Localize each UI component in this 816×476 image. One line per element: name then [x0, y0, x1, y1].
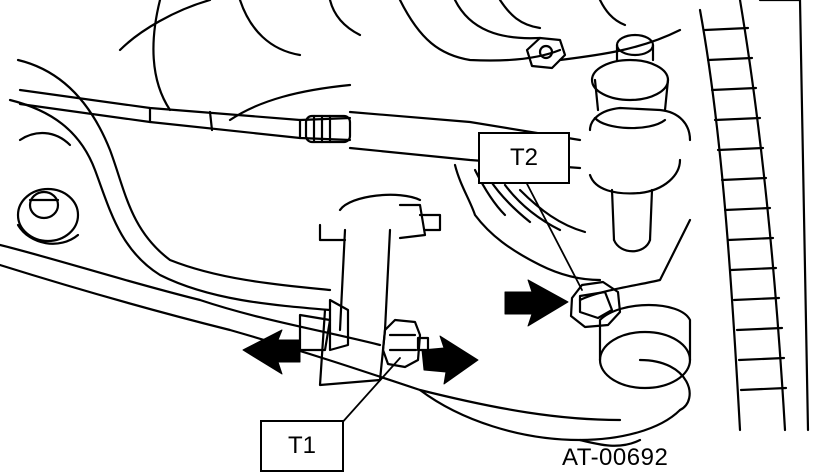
bushing-bolt-left	[16, 187, 80, 245]
callout-t1: T1	[260, 420, 344, 472]
knuckle-bolt-t2	[569, 280, 622, 329]
figure-id: AT-00692	[562, 444, 669, 471]
arrow-right-t1-icon	[421, 335, 479, 385]
upper-nut	[525, 36, 567, 70]
callout-t1-label: T1	[287, 432, 316, 459]
callout-t2: T2	[478, 132, 570, 184]
callout-t2-label: T2	[509, 144, 538, 171]
body-outline	[118, 0, 682, 122]
arrow-t2-icon	[504, 279, 569, 327]
steering-knuckle	[578, 33, 692, 390]
arrow-left-icon	[242, 329, 301, 375]
arrows	[242, 279, 569, 385]
stabilizer-link	[298, 193, 442, 387]
link-nut-t1	[381, 318, 430, 369]
brake-rotor-edge	[698, 0, 810, 432]
leader-lines	[339, 179, 583, 426]
stabilizer-bar	[8, 58, 332, 312]
